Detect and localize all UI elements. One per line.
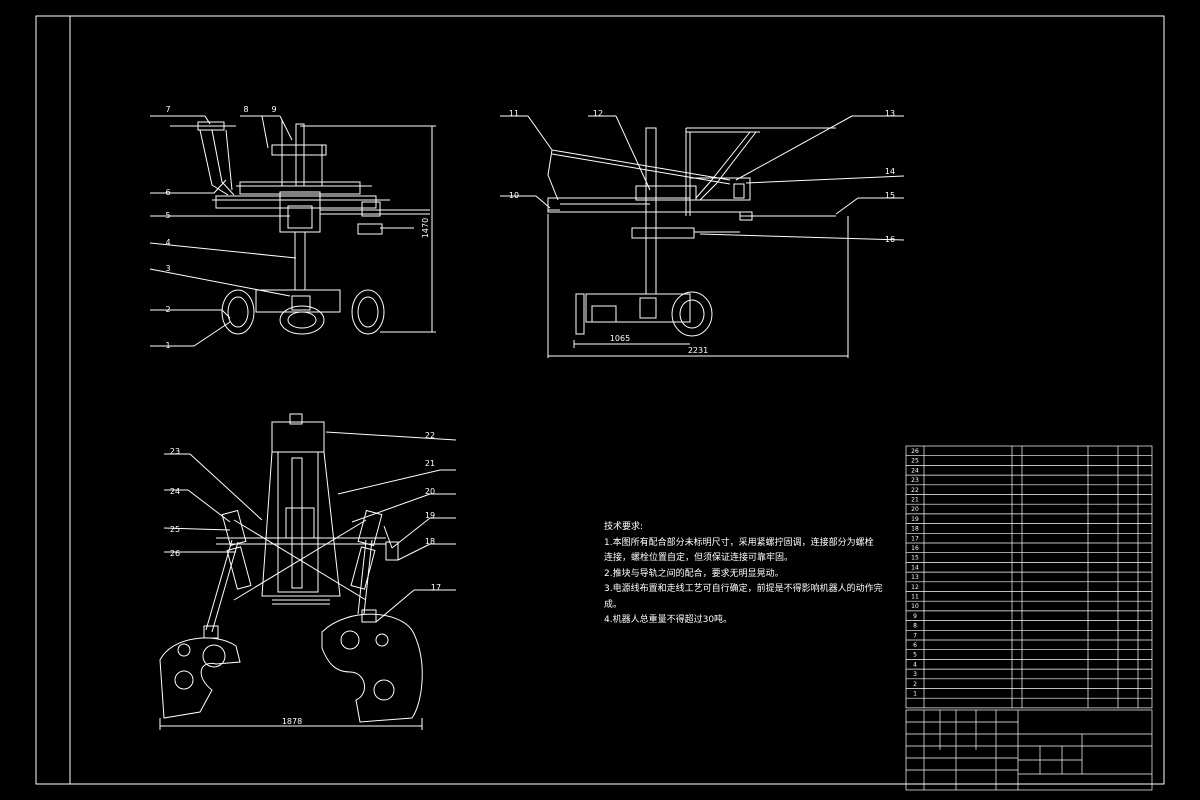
tech-line-6: 4.机器人总重量不得超过30吨。 bbox=[604, 615, 733, 625]
callout-4: 4 bbox=[165, 238, 170, 247]
tech-line-4: 3.电源线布置和走线工艺可自行确定，前提是不得影响机器人的动作完 bbox=[604, 584, 883, 594]
callout-8: 8 bbox=[243, 105, 248, 114]
tech-line-5: 成。 bbox=[604, 599, 623, 610]
bom-item-number: 25 bbox=[911, 458, 919, 465]
callout-3: 3 bbox=[165, 264, 170, 273]
dimension-side-total: 2231 bbox=[688, 346, 708, 355]
bom-item-number: 13 bbox=[911, 574, 919, 581]
bom-item-number: 2 bbox=[913, 681, 917, 688]
parts-list-grid bbox=[905, 445, 1153, 709]
tech-line-2: 连接，螺栓位置自定，但须保证连接可靠牢固。 bbox=[604, 553, 794, 563]
callout-26: 26 bbox=[170, 549, 180, 558]
tech-line-3: 2.推块与导轨之间的配合，要求无明显晃动。 bbox=[604, 568, 784, 579]
callout-22: 22 bbox=[425, 431, 435, 440]
tech-line-1: 1.本图所有配合部分未标明尺寸，采用紧螺拧固调，连接部分为螺栓 bbox=[604, 537, 874, 548]
technical-requirements: 技术要求: 1.本图所有配合部分未标明尺寸，采用紧螺拧固调，连接部分为螺栓 连接… bbox=[604, 520, 883, 629]
callout-19: 19 bbox=[425, 511, 435, 520]
bom-item-number: 17 bbox=[911, 535, 919, 542]
bom-item-number: 1 bbox=[913, 691, 917, 698]
callout-9: 9 bbox=[271, 105, 276, 114]
bom-item-number: 26 bbox=[911, 448, 919, 455]
callout-7: 7 bbox=[165, 105, 170, 114]
callout-23: 23 bbox=[170, 447, 180, 456]
front-view: 1470 bbox=[149, 115, 436, 347]
callout-16: 16 bbox=[885, 235, 895, 244]
callout-6: 6 bbox=[165, 188, 170, 197]
callout-1: 1 bbox=[165, 341, 170, 350]
bom-item-number: 14 bbox=[911, 564, 919, 571]
bom-item-number: 3 bbox=[913, 671, 917, 678]
bom-item-number: 21 bbox=[911, 497, 919, 504]
bom-item-number: 23 bbox=[911, 477, 919, 484]
callout-21: 21 bbox=[425, 459, 435, 468]
dimension-gripper-span: 1878 bbox=[282, 717, 302, 726]
bom-item-number: 10 bbox=[911, 603, 919, 610]
bom-item-number: 11 bbox=[911, 594, 919, 601]
bom-item-number: 12 bbox=[911, 584, 919, 591]
callout-18: 18 bbox=[425, 537, 435, 546]
bom-item-number: 8 bbox=[913, 623, 917, 630]
callout-5: 5 bbox=[165, 211, 170, 220]
callout-24: 24 bbox=[170, 487, 180, 496]
bom-item-number: 7 bbox=[913, 632, 917, 639]
callout-12: 12 bbox=[593, 109, 603, 118]
top-view: 1878 bbox=[159, 413, 457, 730]
bom-item-number: 18 bbox=[911, 526, 919, 533]
bom-item-number: 24 bbox=[911, 467, 919, 474]
callout-11: 11 bbox=[509, 109, 519, 118]
callout-13: 13 bbox=[885, 109, 895, 118]
callout-15: 15 bbox=[885, 191, 895, 200]
callout-17: 17 bbox=[431, 583, 441, 592]
bom-item-number: 6 bbox=[913, 642, 917, 649]
dimension-side-inner: 1065 bbox=[610, 334, 630, 343]
parts-list: 2625242322212019181716151413121110987654… bbox=[911, 448, 919, 698]
tech-heading: 技术要求: bbox=[604, 522, 644, 532]
callout-10: 10 bbox=[509, 191, 519, 200]
callout-2: 2 bbox=[165, 305, 170, 314]
callout-25: 25 bbox=[170, 525, 180, 534]
bom-item-number: 19 bbox=[911, 516, 919, 523]
bom-item-number: 20 bbox=[911, 506, 919, 513]
drawing-frame bbox=[35, 15, 1165, 785]
bom-item-number: 15 bbox=[911, 555, 919, 562]
bom-item-number: 22 bbox=[911, 487, 919, 494]
title-block bbox=[905, 709, 1153, 791]
bom-item-number: 5 bbox=[913, 652, 917, 659]
bom-item-number: 16 bbox=[911, 545, 919, 552]
bom-item-number: 9 bbox=[913, 613, 917, 620]
callout-20: 20 bbox=[425, 487, 435, 496]
dimension-height: 1470 bbox=[421, 218, 430, 238]
bom-item-number: 4 bbox=[913, 661, 917, 668]
side-view: 1065 2231 bbox=[500, 115, 905, 358]
callout-14: 14 bbox=[885, 167, 895, 176]
